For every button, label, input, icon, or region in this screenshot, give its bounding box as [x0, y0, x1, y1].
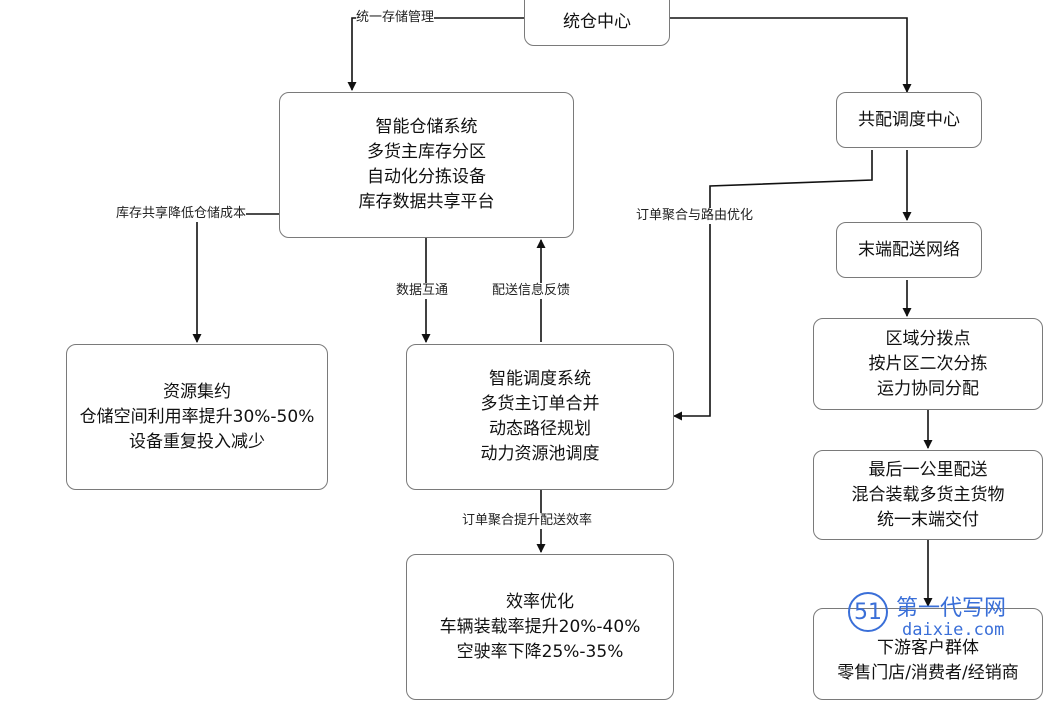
node-title: 效率优化 [506, 591, 574, 612]
node-smart-storage-system: 智能仓储系统 多货主库存分区 自动化分拣设备 库存数据共享平台 [279, 92, 574, 238]
edge-storage-to-resource [192, 213, 279, 343]
edge-label-unified-storage: 统一存储管理 [356, 10, 435, 26]
node-line: 动态路径规划 [489, 419, 591, 439]
watermark-name: 第一代写网 [896, 596, 1007, 621]
edge-center-to-codispatch [670, 17, 912, 93]
node-line: 混合装载多货主货物 [851, 484, 1005, 505]
node-smart-dispatch-system: 智能调度系统 多货主订单合并 动态路径规划 动力资源池调度 [406, 344, 674, 490]
node-title: 下游客户群体 [877, 638, 979, 658]
node-line: 动力资源池调度 [480, 444, 600, 464]
node-joint-dispatch-center: 共配调度中心 [836, 92, 982, 148]
node-line: 零售门店/消费者/经销商 [837, 663, 1019, 683]
node-title: 区域分拨点 [885, 328, 971, 349]
node-line: 多货主订单合并 [480, 394, 600, 414]
node-title: 共配调度中心 [858, 109, 960, 130]
node-line: 库存数据共享平台 [358, 192, 495, 212]
node-last-mile-delivery: 最后一公里配送 混合装载多货主货物 统一末端交付 [813, 450, 1043, 540]
node-line: 仓储空间利用率提升30%-50% [79, 406, 315, 427]
node-line: 按片区二次分拣 [868, 353, 988, 374]
watermark-url: daixie.com [902, 620, 1005, 640]
edge-label-data-exchange: 数据互通 [396, 283, 449, 299]
node-title: 末端配送网络 [858, 239, 960, 260]
node-line: 统一末端交付 [877, 509, 979, 530]
node-resource-intensive: 资源集约 仓储空间利用率提升30%-50% 设备重复投入减少 [66, 344, 328, 490]
watermark: 51 第一代写网 daixie.com [848, 590, 1038, 646]
node-title: 资源集约 [163, 381, 231, 402]
node-line: 空驶率下降25%-35% [456, 641, 624, 662]
node-line: 车辆装载率提升20%-40% [439, 616, 641, 637]
edge-label-cost-reduce: 库存共享降低仓储成本 [116, 206, 247, 222]
node-line: 运力协同分配 [877, 378, 979, 399]
node-title: 统仓中心 [563, 11, 631, 32]
watermark-logo-icon: 51 [848, 592, 888, 632]
node-regional-distribution-point: 区域分拨点 按片区二次分拣 运力协同分配 [813, 318, 1043, 410]
edge-label-order-routing: 订单聚合与路由优化 [636, 208, 754, 224]
node-unified-warehouse-center: 统仓中心 [524, 0, 670, 46]
node-efficiency-optimization: 效率优化 车辆装载率提升20%-40% 空驶率下降25%-35% [406, 554, 674, 700]
node-title: 智能仓储系统 [375, 117, 478, 137]
node-line: 多货主库存分区 [367, 142, 486, 162]
node-line: 自动化分拣设备 [367, 167, 486, 187]
edge-label-order-efficiency: 订单聚合提升配送效率 [462, 513, 593, 529]
edge-center-to-storage [347, 17, 524, 91]
node-line: 设备重复投入减少 [129, 431, 265, 452]
edge-label-feedback: 配送信息反馈 [492, 283, 571, 299]
node-title: 最后一公里配送 [868, 459, 988, 480]
node-terminal-delivery-network: 末端配送网络 [836, 222, 982, 278]
node-title: 智能调度系统 [489, 369, 591, 389]
edge-codispatch-to-dispatch [673, 150, 873, 421]
